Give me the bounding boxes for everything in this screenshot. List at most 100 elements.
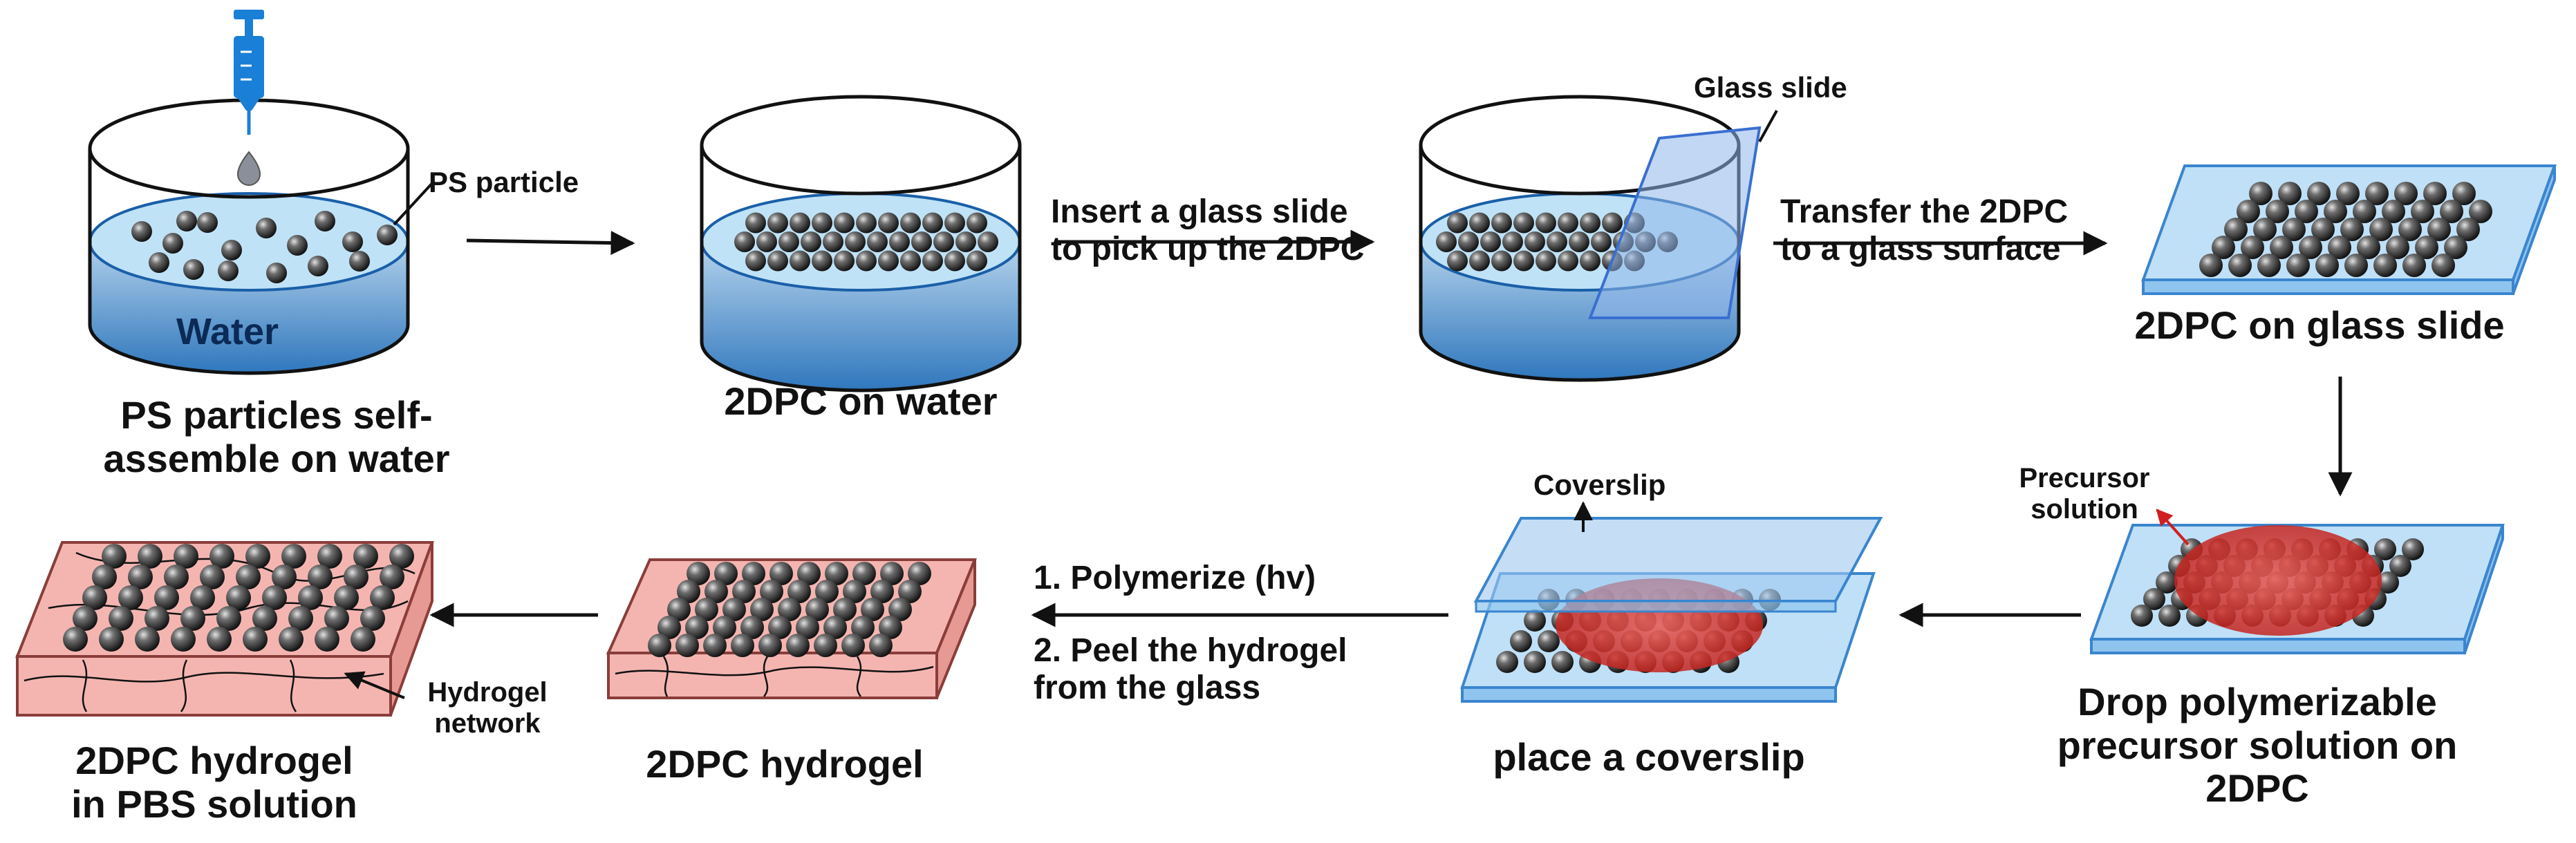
ps-particle [870,580,894,603]
ps-particle [1558,212,1578,234]
ps-particle [298,585,323,610]
ps-particle [944,212,965,234]
ps-particle [787,580,811,603]
ps-particle [171,627,196,652]
ps-particle [908,562,931,585]
ps-particle-pointer [393,180,436,226]
ps-particle [1602,212,1623,234]
ps-particle [768,616,792,639]
ps-particle [1524,651,1546,673]
ps-particle [1551,651,1574,673]
ps-particle [2369,218,2393,241]
ps-particle [245,544,270,569]
ps-particle [812,250,832,272]
ps-particle [2241,236,2264,259]
ps-particle [861,598,884,621]
ps-particle [207,627,232,652]
glass-slide-precursor [2089,524,2505,654]
ps-particle [734,231,755,253]
ps-particle [687,562,710,585]
precursor-solution-drop [2174,525,2382,636]
ps-particle [814,634,837,657]
caption-hydrogel: 2DPC hydrogel [646,742,924,786]
step-peel-text: 2. Peel the hydrogel from the glass [1034,632,1347,706]
ps-particle [767,212,788,234]
ps-particle [2249,182,2272,205]
ps-particle [2394,182,2418,205]
glass-slide-2dpc [2141,164,2557,295]
ps-particle [1480,231,1501,253]
ps-particle [2156,571,2178,594]
ps-particle [370,585,395,610]
ps-particle [852,562,876,585]
caption-self-assemble: PS particles self- assemble on water [103,393,450,480]
ps-particle [1496,651,1518,673]
ps-particle [162,233,183,254]
ps-particle [922,212,943,234]
ps-particle [2270,236,2293,259]
ps-particle [677,580,700,603]
ps-particle [138,544,162,569]
ps-particle [315,627,339,652]
ps-particle [2382,200,2405,223]
ps-particle [815,580,839,603]
ps-particle [109,606,133,631]
ps-particle [978,231,998,253]
caption-on-glass: 2DPC on glass slide [2134,303,2505,347]
caption-coverslip: place a coverslip [1493,735,1805,779]
ps-particle [2415,236,2438,259]
ps-particle [334,585,359,610]
ps-particle [1524,231,1545,253]
ps-particle [856,212,877,234]
step-polymerize-text: 1. Polymerize (hv) [1034,560,1316,596]
beaker-2 [700,95,1022,392]
glass-slide-label: Glass slide [1694,71,1847,104]
ps-particle [2295,200,2318,223]
ps-particle [812,212,832,234]
ps-particle [869,634,893,657]
ps-particle [760,580,783,603]
ps-particle [216,606,241,631]
ps-particle [1447,250,1468,272]
ps-particle [769,562,793,585]
ps-particle [1580,250,1600,272]
ps-particle [944,250,965,272]
ps-particle [801,231,821,253]
ps-particle [2402,538,2424,560]
ps-particle [1538,630,1560,652]
ps-particle [2456,218,2480,241]
ps-particle [2432,254,2455,277]
ps-particle [758,634,782,657]
ps-particle [380,565,404,589]
ps-particle [1491,250,1512,272]
ps-particle [756,231,777,253]
glass-slide [1588,126,1762,319]
ps-particle [200,565,225,589]
ps-particle [197,212,218,233]
ps-particle [732,580,756,603]
ps-particle [797,562,821,585]
ps-particle [2299,236,2322,259]
ps-particle [1502,231,1523,253]
ps-particle [128,565,153,589]
ps-particle [740,616,764,639]
ps-particle [102,544,127,569]
ps-particle [898,580,922,603]
ps-particle [878,250,899,272]
water-label: Water [176,311,279,352]
ps-particle [745,212,766,234]
ps-particle [2266,200,2289,223]
ps-particle [2282,218,2306,241]
ps-particle [714,562,738,585]
ps-particle [118,585,143,610]
ps-particle [2315,254,2339,277]
ps-particle [262,585,287,610]
ps-particle [2365,182,2389,205]
ps-particle [778,598,801,621]
caption-on-water: 2DPC on water [724,379,998,423]
ps-particle [889,231,910,253]
ps-particle [144,606,169,631]
hydrogel-network-pointer [344,671,405,699]
precursor-pointer [2156,509,2190,546]
ps-particle [1447,212,1468,234]
